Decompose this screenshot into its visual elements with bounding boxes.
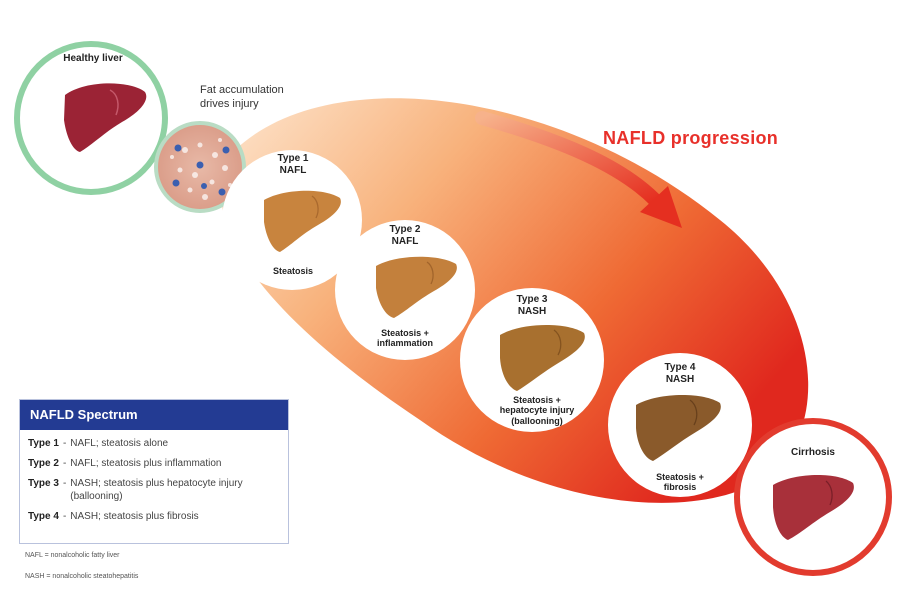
stage3-desc-line1: Steatosis + (513, 395, 561, 405)
stage1-liver-icon (264, 190, 341, 252)
spectrum-type: Type 4 (28, 511, 59, 522)
spectrum-description: NASH; steatosis plus fibrosis (70, 511, 199, 522)
stage1-kind: NAFL (279, 164, 307, 176)
healthy-liver-icon (64, 83, 147, 152)
spectrum-header: NAFLD Spectrum (20, 400, 288, 430)
spectrum-description: NAFL; steatosis plus inflammation (70, 458, 222, 469)
spectrum-separator: - (62, 438, 67, 449)
stage4-desc-line1: Steatosis + (656, 472, 704, 482)
stage4-desc-line2: fibrosis (663, 482, 697, 493)
cell-nuclei (172, 144, 230, 196)
spectrum-row: Type 4 - NASH; steatosis plus fibrosis (20, 510, 288, 523)
stage3-desc-line2: hepatocyte injury (499, 405, 575, 416)
healthy-liver-title: Healthy liver (63, 53, 123, 64)
spectrum-separator: - (62, 478, 67, 489)
stage2-desc-line2: inflammation (376, 338, 433, 349)
spectrum-separator: - (62, 511, 67, 522)
spectrum-row: Type 3 - NASH; steatosis plus hepatocyte… (20, 477, 288, 503)
stage4-description: Steatosis + fibrosis (630, 472, 730, 493)
stage1-title: Type 1 NAFL (258, 153, 328, 176)
stage2-kind: NAFL (391, 235, 419, 247)
spectrum-type: Type 2 (28, 458, 59, 469)
stage2-title: Type 2 NAFL (370, 224, 440, 247)
stage3-title: Type 3 NASH (492, 294, 572, 317)
stage4-liver-icon (636, 394, 721, 461)
stage4-type: Type 4 (664, 362, 696, 373)
stage2-type: Type 2 (389, 224, 421, 235)
stage2-desc-line1: Steatosis + (381, 328, 429, 338)
spectrum-description: NASH; steatosis plus hepatocyte injury (… (70, 478, 243, 502)
fat-label-line1: Fat accumulation (200, 84, 284, 96)
fat-label-line2: drives injury (200, 97, 259, 110)
stage1-desc-line1: Steatosis (272, 266, 314, 276)
stage4-kind: NASH (665, 373, 695, 385)
stage4-title: Type 4 NASH (645, 362, 715, 385)
progression-arrow (475, 111, 662, 207)
fat-droplets (170, 138, 232, 200)
spectrum-type: Type 1 (28, 438, 59, 449)
spectrum-row: Type 2 - NAFL; steatosis plus inflammati… (20, 457, 288, 470)
spectrum-row: Type 1 - NAFL; steatosis alone (20, 437, 288, 450)
fat-accumulation-label: Fat accumulation drives injury (200, 84, 300, 112)
stage3-kind: NASH (517, 305, 547, 317)
footnote-nafl: NAFL = nonalcoholic fatty liver (25, 552, 120, 559)
stage1-description: Steatosis (258, 266, 328, 276)
spectrum-type: Type 3 (28, 478, 59, 489)
stage3-description: Steatosis + hepatocyte injury (balloonin… (482, 395, 592, 426)
cirrhosis-title: Cirrhosis (791, 447, 835, 458)
spectrum-separator: - (62, 458, 67, 469)
spectrum-legend: NAFLD Spectrum Type 1 - NAFL; steatosis … (19, 399, 289, 544)
stage3-type: Type 3 (516, 294, 548, 305)
stage3-liver-icon (500, 324, 585, 391)
progression-arrowhead (640, 186, 682, 228)
cirrhosis-liver-icon (773, 474, 854, 540)
stage1-type: Type 1 (277, 153, 309, 164)
progression-label: NAFLD progression (603, 128, 779, 148)
spectrum-description: NAFL; steatosis alone (70, 438, 169, 449)
stage3-desc-line3: (ballooning) (511, 415, 563, 426)
stage2-liver-icon (376, 256, 457, 318)
stage2-description: Steatosis + inflammation (355, 328, 455, 349)
footnote-nash: NASH = nonalcoholic steatohepatitis (25, 573, 139, 580)
